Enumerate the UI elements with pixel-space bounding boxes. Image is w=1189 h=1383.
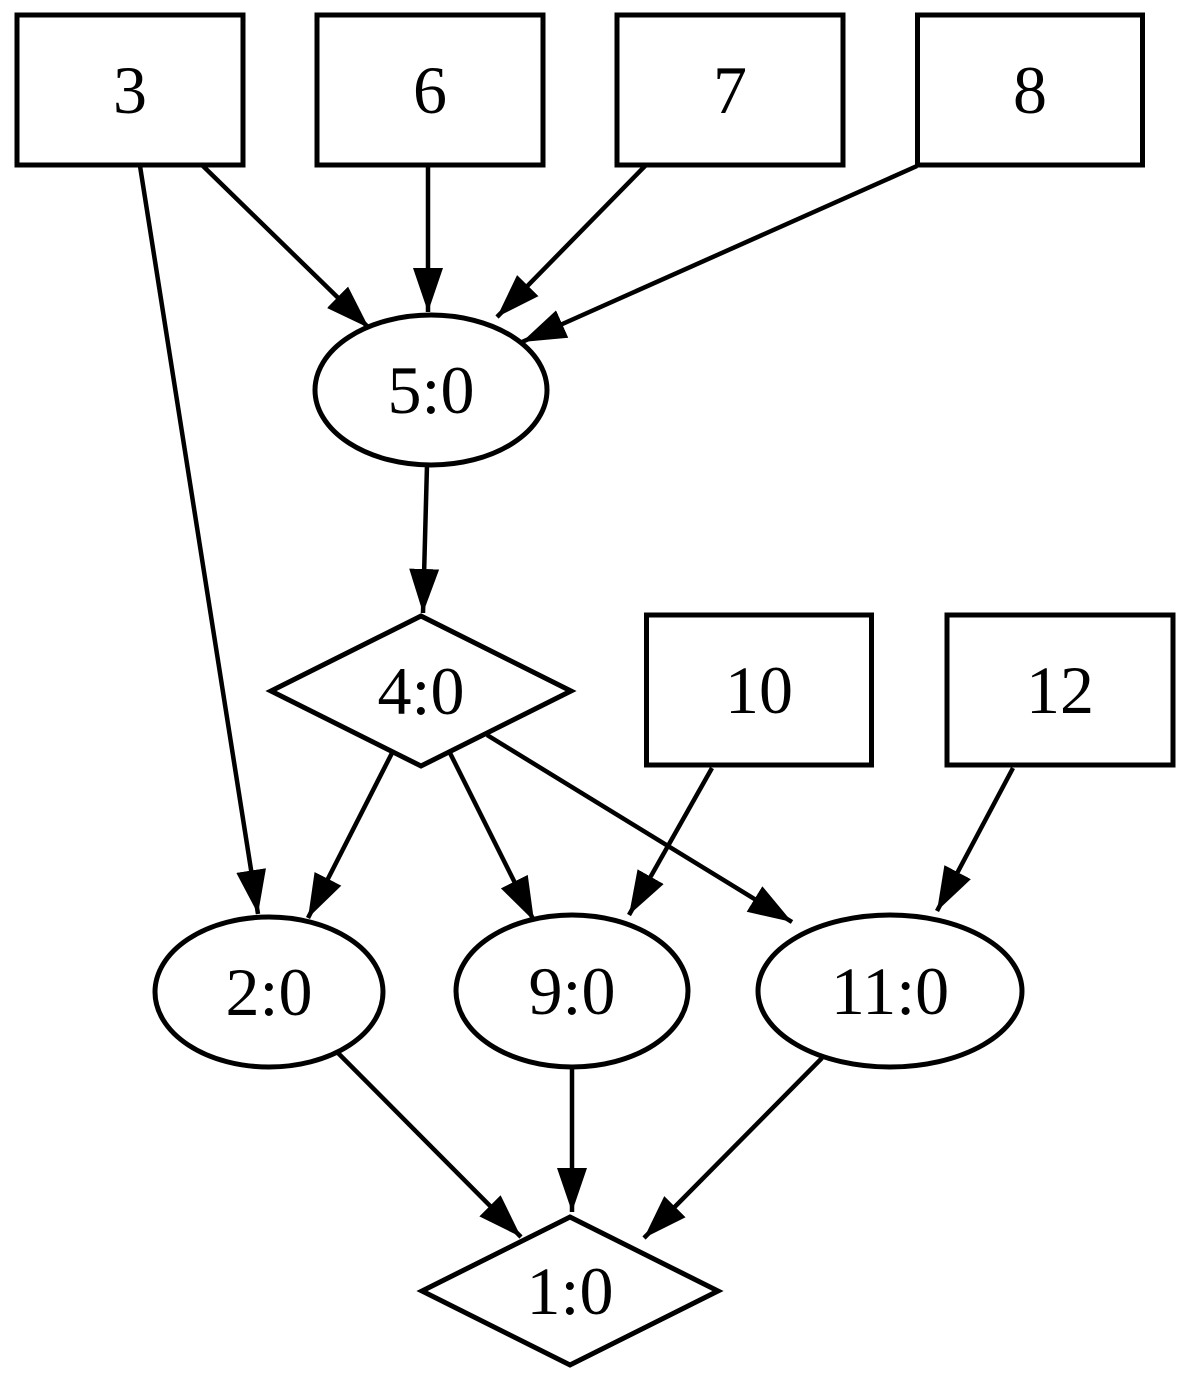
node-label-2:0: 2:0 [226, 954, 313, 1030]
edge-3-to-5:0 [201, 164, 371, 330]
edge-3-to-2:0 [137, 165, 266, 915]
node-label-6: 6 [413, 52, 447, 128]
node-label-12: 12 [1026, 652, 1094, 728]
diamond-shape [416, 1214, 724, 1368]
node-label-7: 7 [713, 52, 747, 128]
node-12: 12 [944, 612, 1176, 768]
node-8: 8 [915, 12, 1145, 168]
edge-2:0-to-1:0 [336, 1051, 523, 1239]
node-label-8: 8 [1013, 52, 1047, 128]
edge-4:0-to-2:0 [305, 751, 395, 920]
node-label-11:0: 11:0 [831, 953, 949, 1029]
edge-11:0-to-1:0 [642, 1056, 824, 1240]
node-11:0: 11:0 [755, 912, 1025, 1070]
rect-shape [314, 12, 546, 168]
node-label-10: 10 [725, 652, 793, 728]
edge-5:0-to-4:0 [409, 464, 440, 614]
ellipse-shape [152, 914, 386, 1070]
rect-shape [14, 12, 246, 168]
edge-12-to-11:0 [935, 766, 1015, 913]
ellipse-shape [755, 912, 1025, 1070]
ellipse-shape [453, 912, 691, 1070]
node-label-4:0: 4:0 [378, 653, 465, 729]
node-3: 3 [14, 12, 246, 168]
rect-shape [915, 12, 1145, 168]
edges-layer [137, 163, 1015, 1240]
node-5:0: 5:0 [312, 312, 550, 468]
nodes-layer: 3 6 7 8 5:0 4:0 10 12 2:0 9:0 11:0 1:0 [14, 12, 1176, 1368]
node-label-9:0: 9:0 [529, 953, 616, 1029]
node-10: 10 [644, 612, 874, 768]
edge-10-to-9:0 [627, 766, 714, 917]
edge-4:0-to-11:0 [485, 733, 794, 924]
node-label-1:0: 1:0 [527, 1253, 614, 1329]
node-6: 6 [314, 12, 546, 168]
edge-4:0-to-9:0 [447, 751, 537, 923]
edge-7-to-5:0 [495, 164, 647, 319]
node-1:0: 1:0 [416, 1214, 724, 1368]
ellipse-shape [312, 312, 550, 468]
node-label-5:0: 5:0 [388, 352, 475, 428]
node-label-3: 3 [113, 52, 147, 128]
rect-shape [944, 612, 1176, 768]
edge-8-to-5:0 [521, 163, 918, 345]
diamond-shape [265, 613, 577, 769]
rect-shape [614, 12, 846, 168]
node-4:0: 4:0 [265, 613, 577, 769]
node-2:0: 2:0 [152, 914, 386, 1070]
node-7: 7 [614, 12, 846, 168]
node-9:0: 9:0 [453, 912, 691, 1070]
rect-shape [644, 612, 874, 768]
